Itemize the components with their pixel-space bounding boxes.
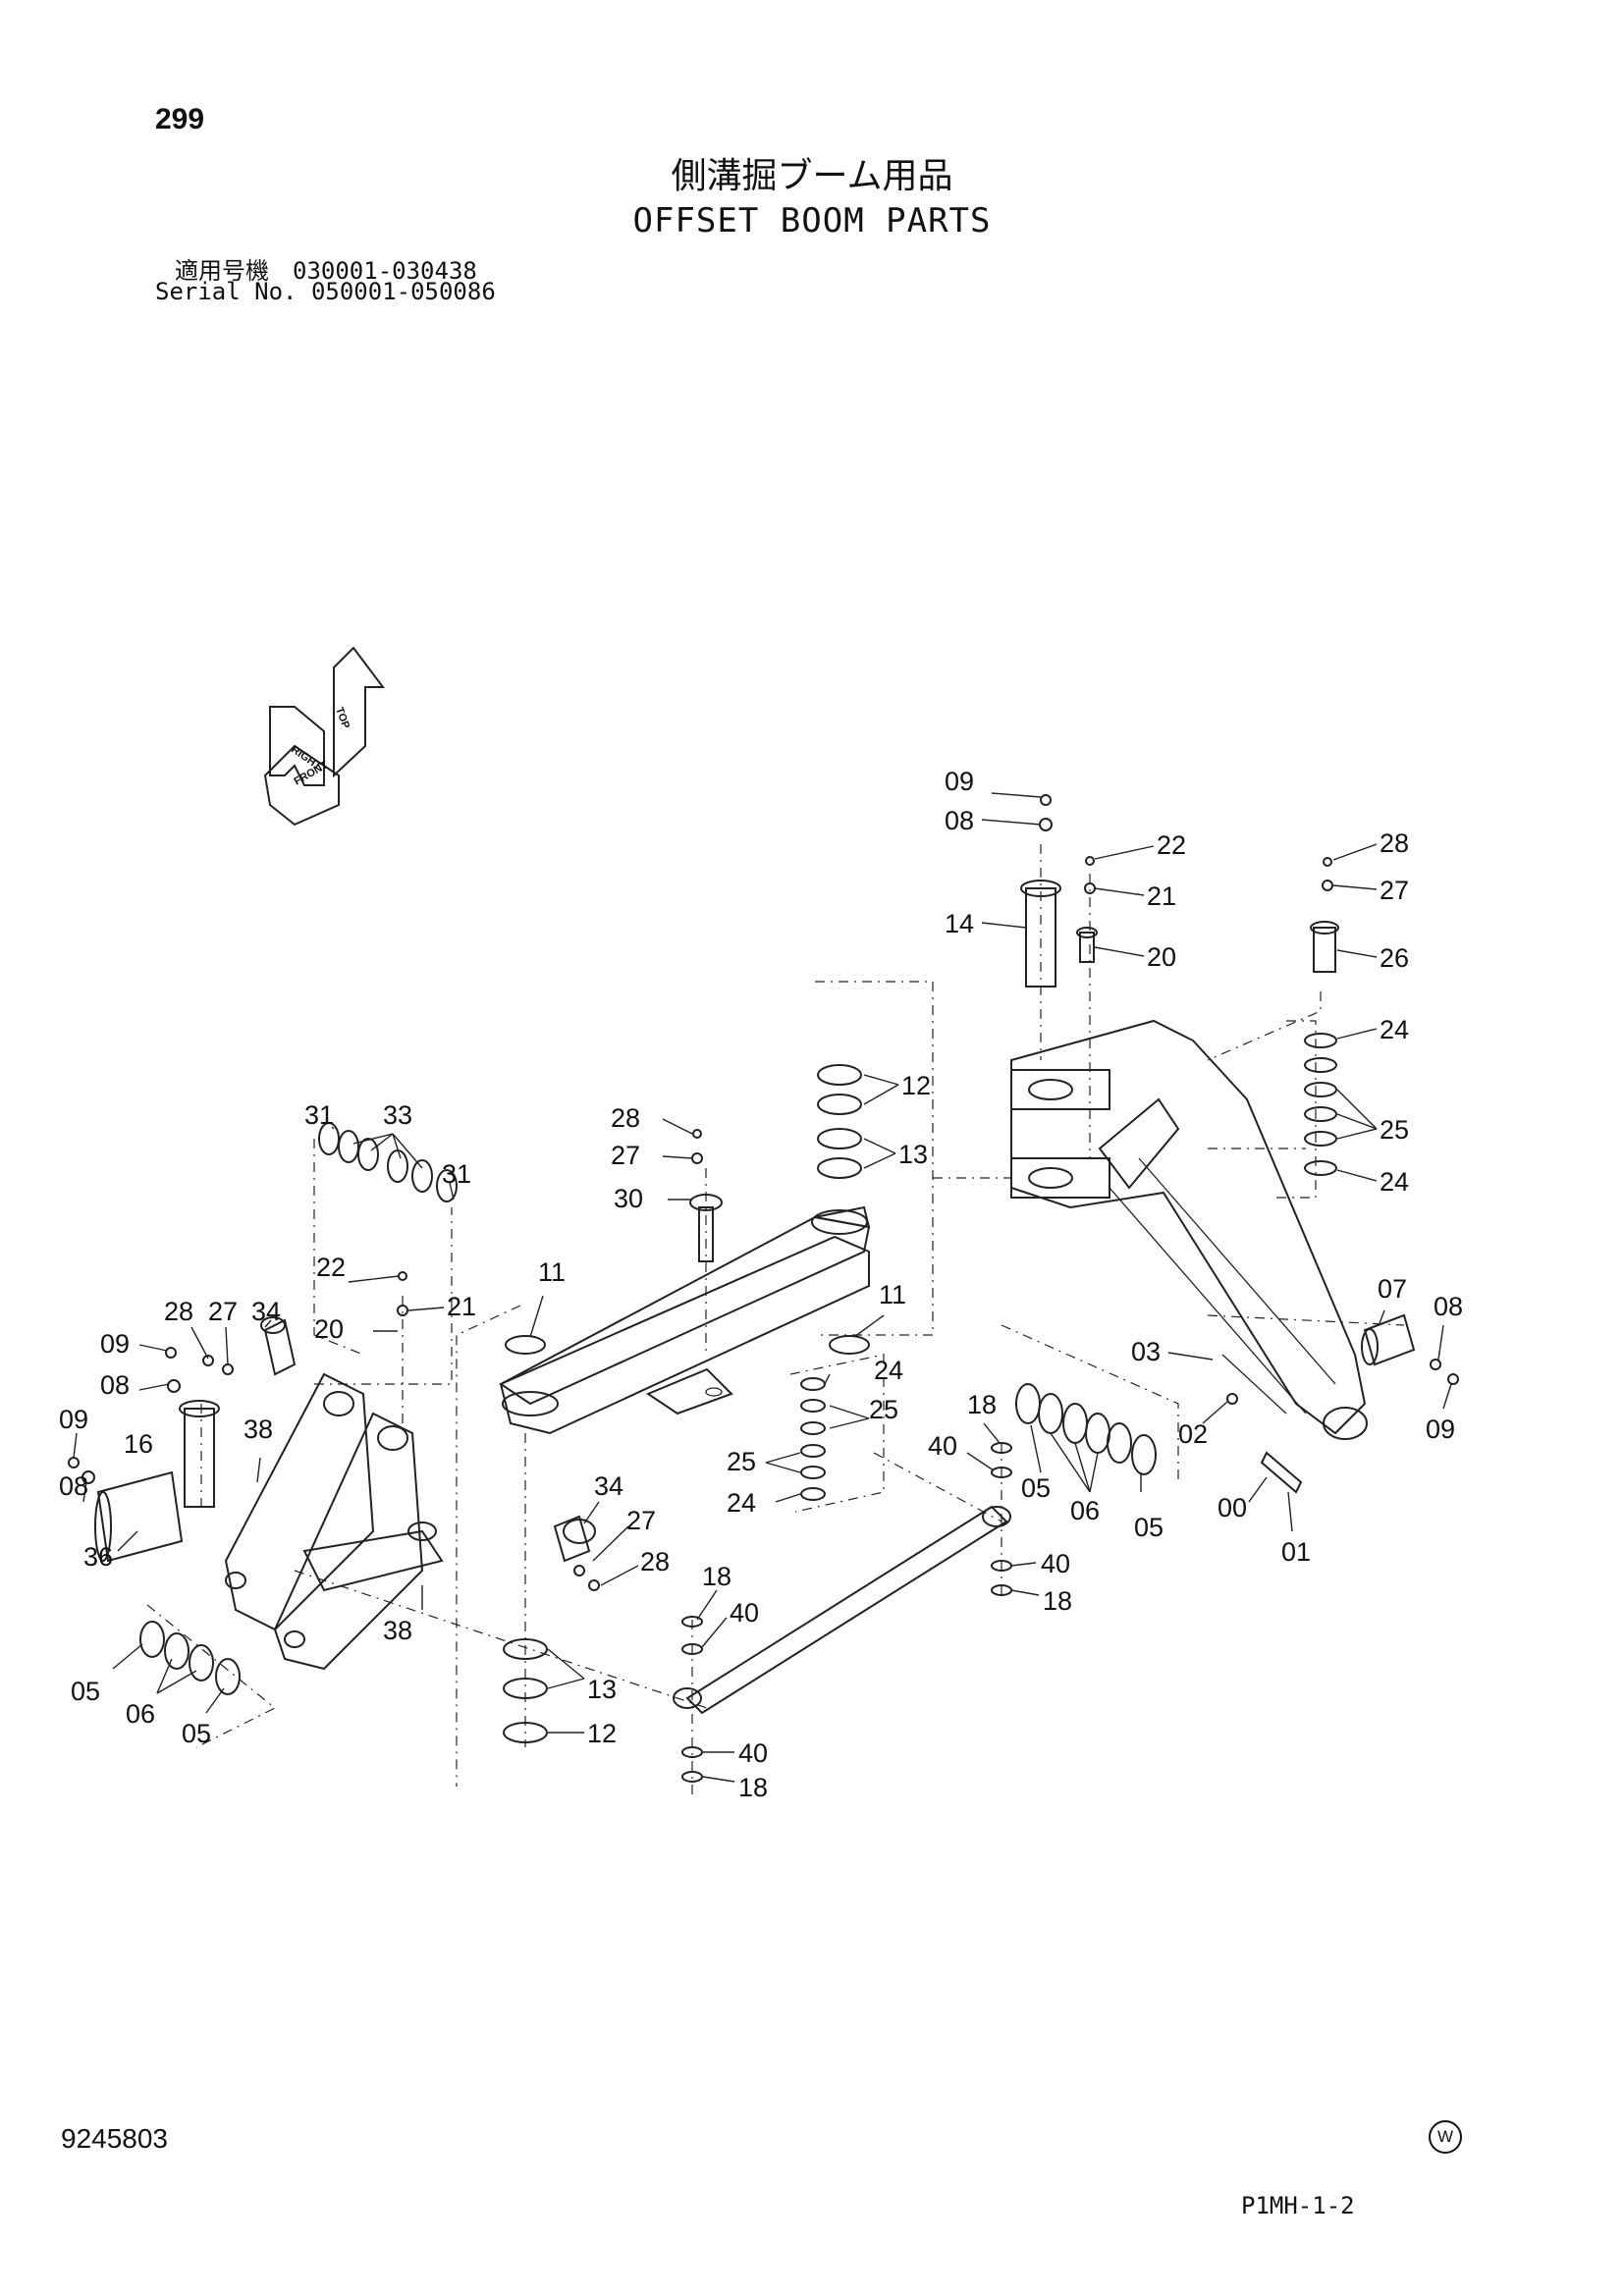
callout-20: 20 bbox=[314, 1314, 344, 1344]
callout-03: 03 bbox=[1131, 1337, 1161, 1366]
callout-33: 33 bbox=[383, 1100, 412, 1130]
callout-06: 06 bbox=[126, 1699, 155, 1729]
callout-05: 05 bbox=[182, 1719, 211, 1748]
callout-05: 05 bbox=[1134, 1513, 1164, 1542]
leader-lines bbox=[73, 792, 1452, 1783]
callout-05: 05 bbox=[71, 1677, 100, 1706]
callout-00: 00 bbox=[1218, 1493, 1247, 1522]
callout-18: 18 bbox=[1043, 1586, 1072, 1616]
callout-24: 24 bbox=[1380, 1167, 1409, 1197]
callout-13: 13 bbox=[898, 1140, 928, 1169]
callout-08: 08 bbox=[1434, 1292, 1463, 1321]
callout-27: 27 bbox=[626, 1506, 656, 1535]
page-number: 299 bbox=[155, 103, 205, 135]
callout-14: 14 bbox=[945, 909, 974, 938]
orientation-top-label: TOP bbox=[333, 706, 352, 730]
center-lines bbox=[146, 844, 1405, 1796]
callout-labels: 09 08 14 22 21 20 28 27 26 24 25 24 12 1… bbox=[59, 767, 1463, 1802]
callout-34: 34 bbox=[594, 1471, 623, 1501]
callout-05: 05 bbox=[1021, 1473, 1051, 1503]
callout-09: 09 bbox=[1426, 1415, 1455, 1444]
callout-09: 09 bbox=[59, 1405, 88, 1434]
callout-20: 20 bbox=[1147, 942, 1176, 972]
callout-30: 30 bbox=[614, 1184, 643, 1213]
offset-boom-upper-arm bbox=[1010, 1019, 1368, 1440]
serial-range-en: Serial No. 050001-050086 bbox=[155, 278, 496, 305]
callout-38: 38 bbox=[244, 1415, 273, 1444]
callout-12: 12 bbox=[901, 1071, 931, 1100]
orientation-indicator: TOP RIGHT FRONT bbox=[263, 646, 385, 827]
callout-09: 09 bbox=[100, 1329, 130, 1359]
callout-07: 07 bbox=[1378, 1274, 1407, 1304]
callout-24: 24 bbox=[727, 1488, 756, 1518]
page-code: P1MH-1-2 bbox=[1241, 2192, 1355, 2219]
callout-24: 24 bbox=[1380, 1015, 1409, 1044]
document-number: 9245803 bbox=[61, 2123, 169, 2154]
callout-22: 22 bbox=[1157, 830, 1186, 860]
callout-09: 09 bbox=[945, 767, 974, 796]
callout-31: 31 bbox=[442, 1159, 471, 1189]
pins bbox=[94, 880, 1416, 1563]
callout-08: 08 bbox=[100, 1370, 130, 1400]
callout-18: 18 bbox=[967, 1390, 997, 1419]
callout-40: 40 bbox=[738, 1738, 768, 1768]
title-japanese: 側溝掘ブーム用品 bbox=[671, 156, 953, 196]
callout-24: 24 bbox=[874, 1356, 903, 1385]
callout-31: 31 bbox=[304, 1100, 334, 1130]
callout-25: 25 bbox=[869, 1395, 898, 1424]
callout-11: 11 bbox=[538, 1257, 566, 1287]
bolts bbox=[68, 794, 1459, 1591]
callout-11: 11 bbox=[879, 1280, 906, 1309]
callout-06: 06 bbox=[1070, 1496, 1100, 1525]
callout-26: 26 bbox=[1380, 943, 1409, 973]
offset-boom-left-bracket bbox=[224, 1372, 444, 1671]
callout-13: 13 bbox=[587, 1675, 617, 1704]
callout-18: 18 bbox=[702, 1562, 731, 1591]
callout-28: 28 bbox=[1380, 828, 1409, 858]
callout-18: 18 bbox=[738, 1773, 768, 1802]
callout-08: 08 bbox=[945, 806, 974, 835]
callout-16: 16 bbox=[124, 1429, 153, 1459]
callout-28: 28 bbox=[164, 1297, 193, 1326]
callout-36: 36 bbox=[83, 1542, 113, 1572]
callout-12: 12 bbox=[587, 1719, 617, 1748]
washer-stacks bbox=[139, 1033, 1337, 1783]
callout-40: 40 bbox=[928, 1431, 957, 1461]
callout-02: 02 bbox=[1178, 1419, 1208, 1449]
callout-40: 40 bbox=[730, 1598, 759, 1628]
callout-22: 22 bbox=[316, 1253, 346, 1282]
circled-w-mark: W bbox=[1429, 2120, 1462, 2154]
title-english: OFFSET BOOM PARTS bbox=[632, 201, 992, 240]
callout-21: 21 bbox=[447, 1292, 476, 1321]
callout-40: 40 bbox=[1041, 1549, 1070, 1578]
callout-01: 01 bbox=[1281, 1537, 1311, 1567]
serial-range-jp: 適用号機 030001-030438 bbox=[175, 257, 477, 285]
callout-08: 08 bbox=[59, 1471, 88, 1501]
callout-25: 25 bbox=[1380, 1115, 1409, 1145]
callout-27: 27 bbox=[611, 1141, 640, 1170]
offset-boom-center-body bbox=[499, 1205, 871, 1435]
callout-27: 27 bbox=[1380, 876, 1409, 905]
callout-28: 28 bbox=[640, 1547, 670, 1576]
callout-28: 28 bbox=[611, 1103, 640, 1133]
callout-25: 25 bbox=[727, 1447, 756, 1476]
callout-38: 38 bbox=[383, 1616, 412, 1645]
callout-21: 21 bbox=[1147, 881, 1176, 911]
callout-27: 27 bbox=[208, 1297, 238, 1326]
link-rod bbox=[673, 1505, 1011, 1715]
callout-34: 34 bbox=[251, 1297, 281, 1326]
